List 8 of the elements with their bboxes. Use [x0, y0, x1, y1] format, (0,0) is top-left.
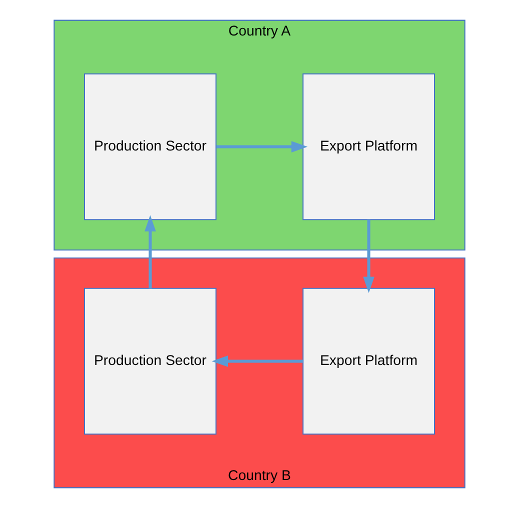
node-box: Production Sector	[84, 73, 216, 220]
arrow	[216, 141, 308, 152]
arrow	[144, 215, 156, 288]
node-box: Export Platform	[302, 288, 436, 435]
arrow	[363, 220, 374, 293]
node-box: Production Sector	[84, 288, 216, 435]
node-box: Export Platform	[302, 73, 436, 220]
arrow	[212, 356, 303, 367]
